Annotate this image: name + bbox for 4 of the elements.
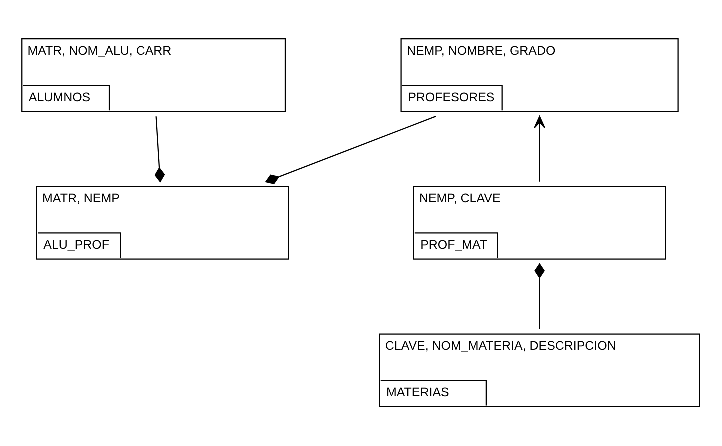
arrow [534,116,546,182]
connector [534,263,546,330]
connector [154,116,166,183]
connector [265,116,437,184]
